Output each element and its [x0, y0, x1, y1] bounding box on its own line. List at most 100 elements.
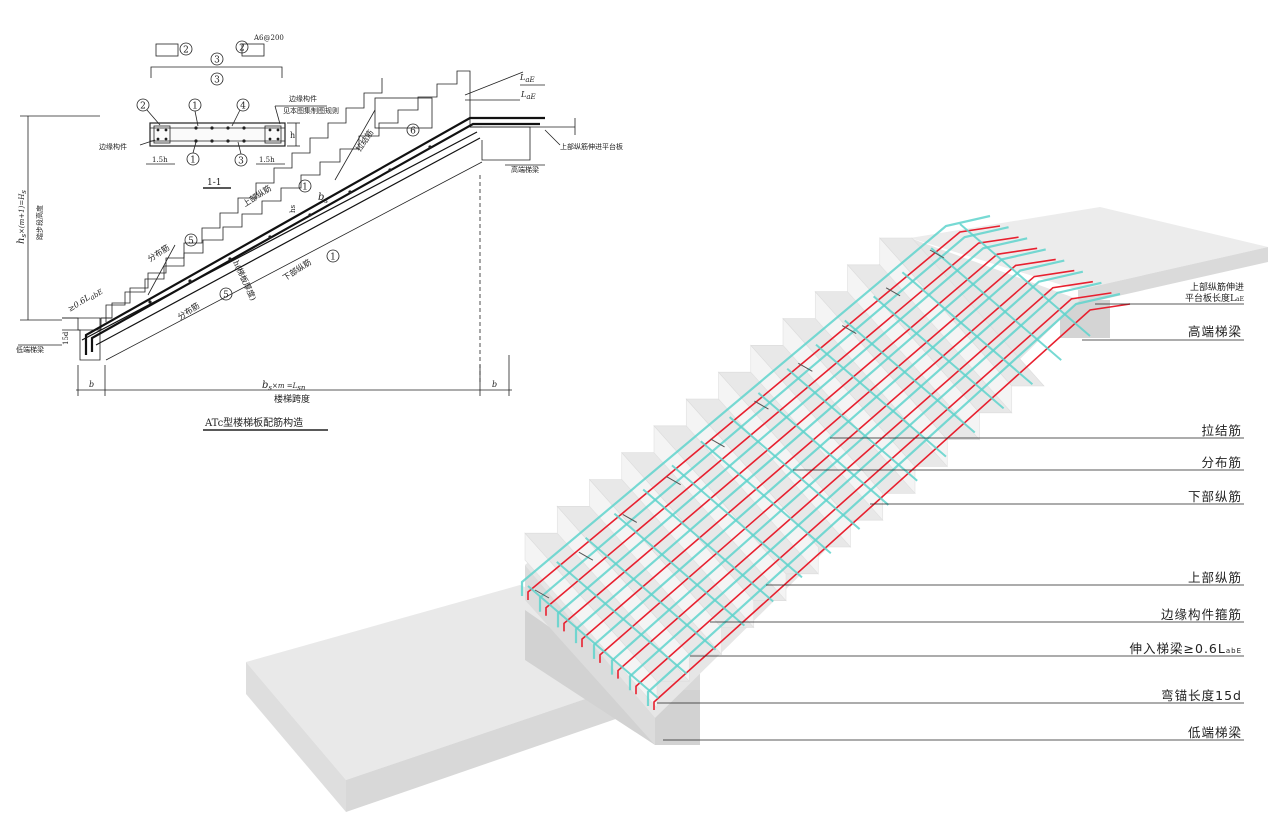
- anchor-min-label: ≥0.6LabE: [66, 285, 104, 315]
- dist-bar-callout-2: 分布筋: [176, 300, 202, 321]
- lower-long-callout: 下部纵筋: [281, 257, 313, 283]
- section-1-1: 2 2 A6@200 3 3 2 1: [99, 34, 339, 189]
- marker-3a: 3: [214, 56, 220, 66]
- marker-5a: 5: [188, 237, 194, 247]
- marker-1a: 1: [192, 102, 198, 112]
- span-dimension: b b bs×m =Lsn 楼梯跨度: [76, 355, 512, 405]
- section-title: 1-1: [207, 178, 222, 188]
- upper-long-bar: [610, 270, 1084, 675]
- b-left-label: b: [89, 380, 94, 389]
- upper-extend-label-1: 上部纵筋伸进: [1190, 281, 1244, 293]
- stair-3d-model: [246, 207, 1268, 812]
- edge-stirrup: [798, 362, 813, 372]
- tie-bar-label: 拉结筋: [1201, 423, 1242, 438]
- distribution-bar: [901, 271, 1034, 386]
- marker-4: 4: [240, 102, 246, 112]
- section-h-label: h: [290, 131, 295, 140]
- tie-bar-callout: 拉结筋: [353, 128, 375, 153]
- section-15h-left: 1.5h: [152, 156, 168, 164]
- low-beam-callout: 低端梯梁: [16, 345, 44, 354]
- edge-stirrup: [622, 514, 638, 523]
- distribution-bar: [728, 416, 861, 530]
- lae-mid-label: LaE: [520, 90, 536, 101]
- marker-2c: 2: [140, 102, 146, 112]
- upper-long-bar: [556, 237, 1028, 628]
- height-dimension: hs×(m+1)=Hs 踏步段高度: [16, 115, 100, 321]
- high-beam-callout: 高端梯梁: [511, 165, 539, 174]
- span-label: 楼梯跨度: [274, 393, 310, 405]
- dist-bar-label: 分布筋: [1201, 455, 1242, 470]
- drawing-title: ATc型楼梯板配筋构造: [204, 416, 303, 429]
- rebar-cage: [520, 214, 1131, 710]
- marker-2b: 2: [239, 44, 245, 54]
- edge-stirrup: [534, 589, 550, 599]
- distribution-bar: [786, 368, 918, 482]
- marker-1b: 1: [190, 156, 196, 166]
- upper-into-platform-callout: 上部纵筋伸进平台板: [560, 142, 623, 151]
- distribution-bar: [613, 512, 746, 627]
- dist-bar-callout-1: 分布筋: [146, 242, 172, 263]
- lower-long-bar: [599, 269, 1075, 663]
- high-beam-label: 高端梯梁: [1188, 324, 1242, 339]
- bend-15d-label: 15d: [62, 331, 70, 345]
- distribution-bar: [959, 223, 1091, 337]
- distribution-bar: [642, 488, 774, 603]
- edge-stirrup: [754, 400, 769, 410]
- edge-stirrup: [929, 249, 945, 259]
- marker-1d: 1: [330, 253, 336, 263]
- distribution-bar: [527, 585, 659, 699]
- upper-long-bar: [520, 214, 991, 596]
- edge-stirrup: [841, 325, 857, 334]
- distribution-bar: [930, 247, 1062, 361]
- into-beam-label: 伸入梯梁≥0.6LabE: [1130, 641, 1242, 656]
- edge-stirrup: [710, 438, 725, 448]
- marker-3b: 3: [214, 76, 220, 86]
- hs-label: hs: [289, 204, 297, 213]
- lae-top-label: LaE: [519, 73, 535, 84]
- edge-stirrup: [666, 476, 681, 486]
- distribution-bar: [700, 440, 832, 554]
- stair-profile: 拉结筋 6 分布筋 5 分布筋 5 上部纵筋 1 下部纵筋 1 h(梯板厚度) …: [16, 70, 623, 385]
- marker-5b: 5: [223, 291, 229, 301]
- section-edge-member-label: 边缘构件: [289, 94, 317, 103]
- distribution-bar: [757, 392, 890, 506]
- distribution-bar: [872, 295, 1005, 410]
- low-beam-label: 低端梯梁: [1188, 725, 1242, 740]
- upper-long-callout: 上部纵筋: [241, 183, 273, 209]
- b-right-label: b: [492, 380, 497, 389]
- lower-long-bar: [527, 225, 1001, 600]
- lower-long-bar: [635, 292, 1112, 695]
- bend-anchor-label: 弯锚长度15d: [1161, 688, 1242, 703]
- distribution-bar: [844, 319, 976, 434]
- a6-spacing-label: A6@200: [253, 34, 284, 42]
- height-formula: hs×(m+1)=Hs: [16, 190, 28, 244]
- height-label: 踏步段高度: [35, 205, 44, 240]
- marker-2a: 2: [183, 46, 189, 56]
- span-formula: bs×m =Lsn: [262, 380, 306, 392]
- section-15h-right: 1.5h: [259, 156, 275, 164]
- distribution-bar: [584, 536, 717, 651]
- upper-long-bar: [538, 226, 1009, 612]
- lower-long-bar: [545, 236, 1019, 616]
- upper-extend-label-2: 平台板长度LaE: [1185, 292, 1244, 304]
- marker-3c: 3: [238, 157, 244, 167]
- lower-long-bar: [653, 303, 1131, 710]
- upper-long-bar: [628, 281, 1102, 691]
- marker-1c: 1: [302, 183, 308, 193]
- distribution-bar: [671, 464, 803, 579]
- edge-stirrup: [885, 287, 901, 297]
- upper-long-bar: [646, 292, 1121, 706]
- edge-member-left-label: 边缘构件: [99, 142, 127, 151]
- bs-label: bs: [318, 192, 328, 205]
- model-labels: 上部纵筋伸进 平台板长度LaE 高端梯梁 拉结筋 分布筋 下部纵筋 上部纵筋 边…: [657, 281, 1244, 741]
- marker-6: 6: [410, 127, 416, 137]
- upper-long-label: 上部纵筋: [1188, 570, 1242, 585]
- upper-long-bar: [574, 248, 1046, 644]
- upper-long-bar: [592, 259, 1065, 659]
- lower-long-bar: [563, 247, 1038, 632]
- detail-drawing: 2 2 A6@200 3 3 2 1: [16, 34, 623, 431]
- lower-long-label: 下部纵筋: [1188, 489, 1242, 504]
- section-edge-member-note: 见本图集制图规则: [283, 106, 339, 115]
- lower-long-bar: [581, 258, 1056, 648]
